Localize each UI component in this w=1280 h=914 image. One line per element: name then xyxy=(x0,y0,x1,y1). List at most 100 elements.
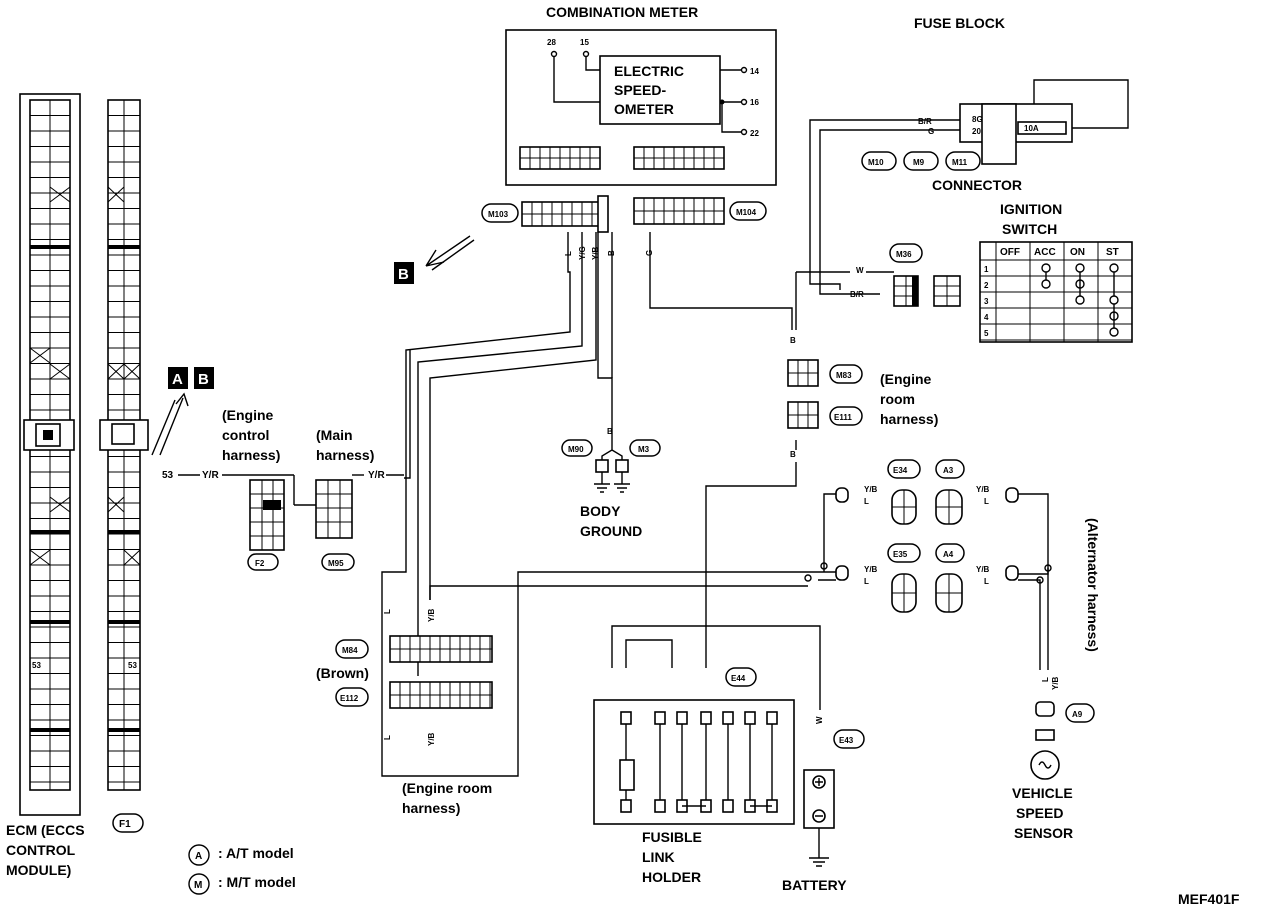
wire-yr-label-right: Y/R xyxy=(368,470,385,481)
e35-tag-text: E35 xyxy=(893,550,908,559)
m90-tag xyxy=(561,439,593,457)
engine-control-label-2: control xyxy=(222,427,269,443)
m103-connector xyxy=(521,195,609,233)
box-b-arrow xyxy=(394,262,414,284)
m83-connector xyxy=(787,359,819,387)
body-ground-label-2: GROUND xyxy=(580,523,642,539)
wire-yb-route xyxy=(429,232,597,600)
m95-connector xyxy=(315,479,353,539)
m3-tag-text: M3 xyxy=(638,445,650,454)
e111-connector xyxy=(787,401,819,429)
ecm-pin-53: 53 xyxy=(32,661,41,670)
battery-ground-icon xyxy=(809,828,829,867)
m36-tag-text: M36 xyxy=(896,250,912,259)
m103-tag-text: M103 xyxy=(488,210,509,219)
wire-yb-e112: Y/B xyxy=(427,732,436,746)
ignition-title-1: IGNITION xyxy=(1000,201,1062,217)
wire-l-m84: L xyxy=(383,609,392,614)
m95-tag xyxy=(321,553,355,571)
fusible-links xyxy=(619,711,778,813)
wire-b-fusible xyxy=(705,440,797,668)
ign-row-1: 1 xyxy=(984,265,989,274)
f1-tag-text: F1 xyxy=(119,819,131,830)
wire-l-e34: L xyxy=(864,497,869,506)
engine-room-label-3: harness) xyxy=(880,411,938,427)
m10-tag xyxy=(861,151,897,171)
m104-tag-text: M104 xyxy=(736,208,757,217)
main-harness-label-2: harness) xyxy=(316,447,374,463)
wire-l-a4: L xyxy=(984,577,989,586)
legend-a-circle xyxy=(188,844,210,866)
e112-tag-text: E112 xyxy=(340,694,359,703)
fuse-block-title: FUSE BLOCK xyxy=(914,15,1005,31)
speedometer-box xyxy=(599,55,721,125)
wire-br-fuse: B/R xyxy=(918,117,932,126)
wire-yb-e34: Y/B xyxy=(864,485,878,494)
m84-connector xyxy=(389,635,493,663)
box-a xyxy=(168,367,188,389)
e44-tag-text: E44 xyxy=(731,674,746,683)
legend-a-text: : A/T model xyxy=(218,845,294,861)
a9-tag xyxy=(1065,703,1095,723)
e111-tag-text: E111 xyxy=(834,413,852,422)
wire-yb-e35: Y/B xyxy=(864,565,878,574)
e34-a3-connectors xyxy=(891,489,963,525)
speedometer-line3: OMETER xyxy=(614,101,674,117)
e43-tag xyxy=(833,729,865,749)
wire-w-m36: W xyxy=(856,266,864,275)
fuse-pin-20: 20 xyxy=(972,127,981,136)
m104-connector xyxy=(633,197,725,225)
legend-a-symbol: A xyxy=(195,851,202,862)
speedometer-line1: ELECTRIC xyxy=(614,63,684,79)
m95-tag-text: M95 xyxy=(328,559,344,568)
wire-l-e112: L xyxy=(383,735,392,740)
f2-tag-text: F2 xyxy=(255,559,265,568)
ign-row-2: 2 xyxy=(984,281,989,290)
wire-w-battery: W xyxy=(815,716,824,724)
ign-header-acc: ACC xyxy=(1034,247,1056,258)
m11-tag-text: M11 xyxy=(952,158,968,167)
wire-g-route xyxy=(649,232,793,330)
fuse-10a xyxy=(1017,121,1067,135)
wire-53-label: 53 xyxy=(162,470,174,481)
fusible-label-2: LINK xyxy=(642,849,675,865)
legend-m-circle xyxy=(188,873,210,895)
vss-label-1: VEHICLE xyxy=(1012,785,1073,801)
ign-row-5: 5 xyxy=(984,329,989,338)
ignition-title-2: SWITCH xyxy=(1002,221,1057,237)
ign-header-on: ON xyxy=(1070,247,1085,258)
engine-control-label-1: (Engine xyxy=(222,407,274,423)
fuse-block-inner xyxy=(981,103,1017,165)
m104-tag xyxy=(729,201,767,221)
a4-tag-text: A4 xyxy=(943,550,954,559)
connector-title: CONNECTOR xyxy=(932,177,1022,193)
wire-l-e35: L xyxy=(864,577,869,586)
wire-yb-a3: Y/B xyxy=(976,485,990,494)
a3-tag xyxy=(935,459,965,479)
f2-tag xyxy=(247,553,279,571)
e35-tag xyxy=(887,543,921,563)
speedometer-line2: SPEED- xyxy=(614,82,666,98)
figure-code: MEF401F xyxy=(1178,891,1240,907)
e112-connector xyxy=(389,681,493,709)
m84-tag-text: M84 xyxy=(342,646,358,655)
m84-tag xyxy=(335,639,369,659)
box-b xyxy=(194,367,214,389)
e43-tag-text: E43 xyxy=(839,736,854,745)
wire-g-fuse: G xyxy=(928,127,934,136)
ecm-label-3: MODULE) xyxy=(6,862,71,878)
pin-28: 28 xyxy=(547,38,556,47)
wire-yb-vss: Y/B xyxy=(1051,676,1060,690)
e112-tag xyxy=(335,687,369,707)
wire-l-route xyxy=(381,232,808,777)
ground-icon-1 xyxy=(594,472,610,493)
wire-yg-route xyxy=(417,232,583,676)
engine-control-label-3: harness) xyxy=(222,447,280,463)
vss-label-2: SPEED xyxy=(1016,805,1063,821)
pin-14: 14 xyxy=(750,67,759,76)
box-b-text: B xyxy=(198,371,209,388)
box-b-arrow-text: B xyxy=(398,266,409,283)
pin-16: 16 xyxy=(750,98,759,107)
